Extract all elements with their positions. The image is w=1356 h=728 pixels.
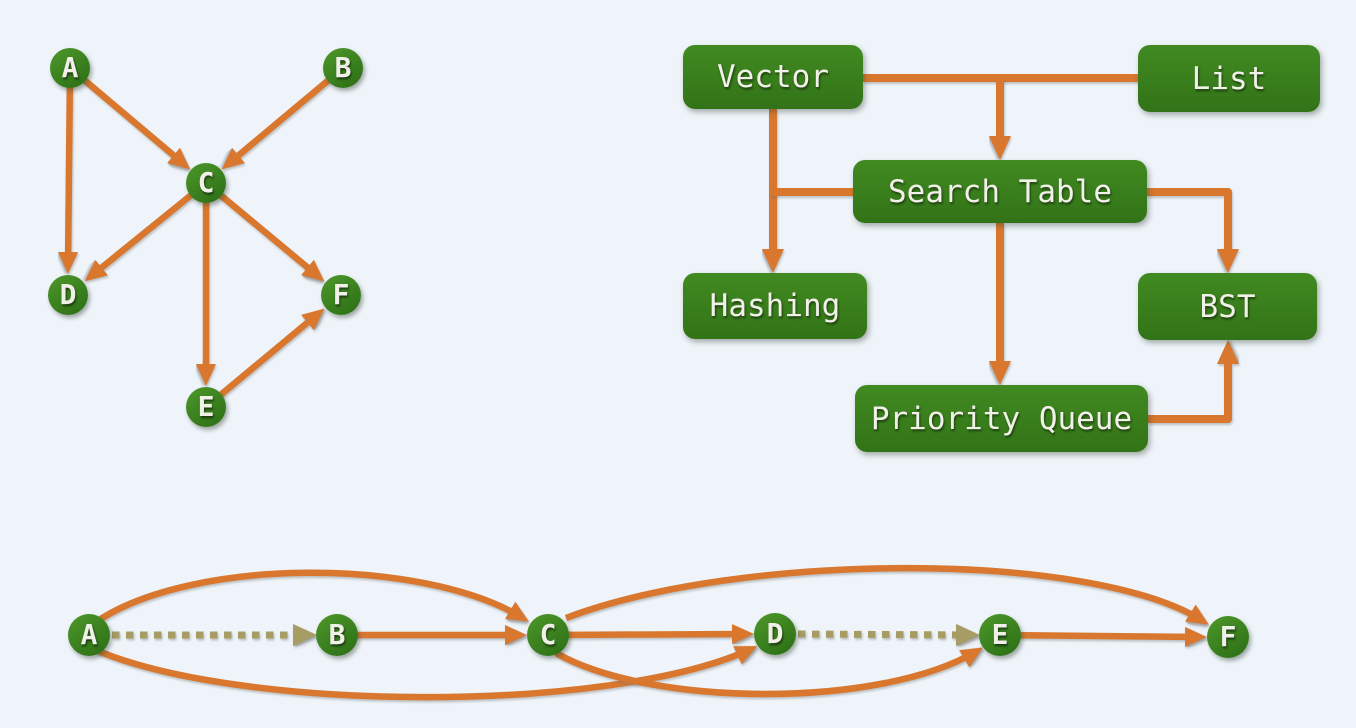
g1-edge-a-c <box>67 65 191 170</box>
g1-node-e: E <box>186 387 226 427</box>
g2-arc-c-e <box>554 647 984 698</box>
g2-arc-a-c <box>94 569 530 625</box>
g1-node-c: C <box>186 163 226 203</box>
g2-node-c: C <box>527 614 569 656</box>
g2-edge-c-d <box>547 624 754 645</box>
flowchart-box-bst: BST <box>1138 273 1317 340</box>
g2-arc-a-d <box>94 646 758 701</box>
flowchart-box-vector: Vector <box>683 45 863 109</box>
g2-arc-c-f <box>564 564 1209 625</box>
g2-node-d: D <box>754 613 796 655</box>
fc-edge-priorityqueue-bst <box>1148 340 1239 423</box>
g2-node-a: A <box>68 614 110 656</box>
g1-edge-e-f <box>203 308 325 410</box>
g1-edge-b-c <box>221 65 346 170</box>
g1-node-a: A <box>50 48 90 88</box>
g2-node-f: F <box>1207 616 1249 658</box>
g1-node-d: D <box>48 275 88 315</box>
g2-node-b: B <box>316 614 358 656</box>
g2-dashed-d-e <box>797 623 980 646</box>
fc-edge-searchtable-bst <box>1147 188 1239 273</box>
g1-edge-c-d <box>84 180 209 282</box>
flowchart-box-priority-queue: Priority Queue <box>855 385 1148 452</box>
flowchart-box-list: List <box>1138 45 1320 112</box>
g2-node-e: E <box>979 614 1021 656</box>
g2-edge-e-f <box>999 626 1207 647</box>
g1-edge-c-f <box>203 180 325 282</box>
g1-edge-a-d <box>58 67 79 274</box>
flowchart-box-hashing: Hashing <box>683 273 867 339</box>
flowchart-box-search-table: Search Table <box>853 160 1147 223</box>
g1-node-f: F <box>321 275 361 315</box>
g1-node-b: B <box>323 48 363 88</box>
